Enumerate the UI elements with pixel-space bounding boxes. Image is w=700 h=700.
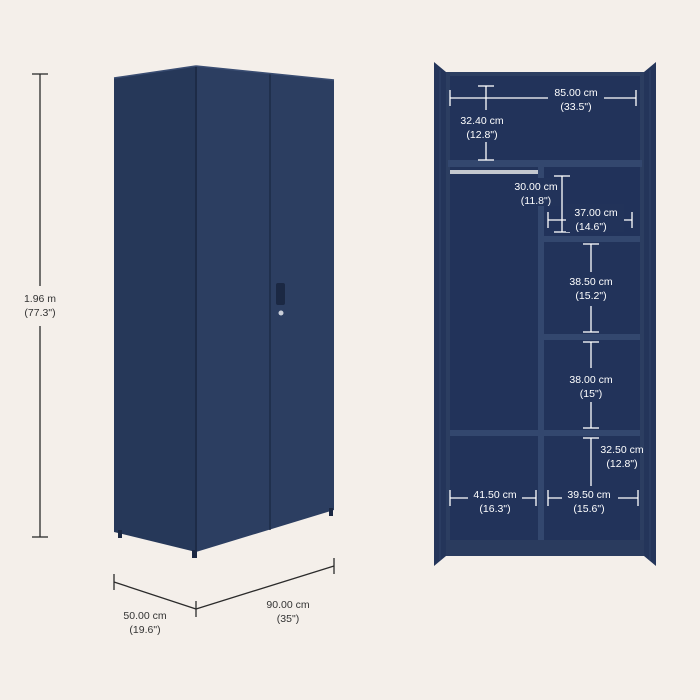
door-handle <box>276 283 285 305</box>
shelf-depth-dimension: 30.00 cm (11.8") <box>510 175 570 233</box>
right-shelf <box>544 236 640 242</box>
shelf-gap-1-dimension: 38.50 cm (15.2") <box>569 243 613 333</box>
top-shelf-height-dimension: 32.40 cm (12.8") <box>460 85 504 161</box>
bottom-right-height-dimension: 32.50 cm (12.8") <box>583 437 644 488</box>
right-shelf <box>544 430 640 436</box>
top-shelf <box>448 160 642 167</box>
width-metric-label: 90.00 cm <box>266 599 309 611</box>
depth-metric-label: 50.00 cm <box>123 610 166 622</box>
bottom-left-width-imperial-label: (16.3") <box>479 503 510 515</box>
shelf-gap-2-dimension: 38.00 cm (15") <box>569 341 613 429</box>
width-dimension: 90.00 cm (35") <box>195 558 335 625</box>
open-wardrobe <box>434 62 656 566</box>
shelf-gap-2-metric-label: 38.00 cm <box>569 374 612 386</box>
shelf-gap-1-imperial-label: (15.2") <box>575 290 606 302</box>
bottom-right-height-metric-label: 32.50 cm <box>600 444 643 456</box>
bottom-left-width-metric-label: 41.50 cm <box>473 489 516 501</box>
wardrobe-front <box>196 66 334 552</box>
closed-wardrobe <box>113 65 335 558</box>
right-shelf <box>544 334 640 340</box>
top-shelf-height-imperial-label: (12.8") <box>466 129 497 141</box>
shelf-depth-imperial-label: (11.8") <box>521 195 551 207</box>
left-lower-shelf <box>450 430 538 436</box>
inner-width-dimension: 85.00 cm (33.5") <box>449 86 637 114</box>
wardrobe-foot <box>118 530 122 538</box>
bottom-right-width-metric-label: 39.50 cm <box>567 489 610 501</box>
shelf-depth-metric-label: 30.00 cm <box>514 181 557 193</box>
interior-back <box>450 76 640 552</box>
shelf-gap-1-metric-label: 38.50 cm <box>569 276 612 288</box>
depth-dimension: 50.00 cm (19.6") <box>113 574 197 636</box>
top-shelf-height-metric-label: 32.40 cm <box>460 115 503 127</box>
inner-width-imperial-label: (33.5") <box>560 101 591 113</box>
height-metric-label: 1.96 m <box>24 293 56 305</box>
door-lock <box>278 310 284 316</box>
wardrobe-foot <box>192 550 197 558</box>
right-shelf-width-metric-label: 37.00 cm <box>574 207 617 219</box>
bottom-right-height-imperial-label: (12.8") <box>606 458 637 470</box>
bottom-left-width-dimension: 41.50 cm (16.3") <box>449 486 537 515</box>
wardrobe-side-panel <box>114 66 196 552</box>
hanging-rod <box>450 170 540 174</box>
bottom-right-width-imperial-label: (15.6") <box>573 503 604 515</box>
right-shelf-width-dimension: 37.00 cm (14.6") <box>547 204 633 233</box>
wardrobe-foot <box>329 508 333 516</box>
wardrobe-bottom <box>446 540 644 556</box>
inner-width-metric-label: 85.00 cm <box>554 87 597 99</box>
shelf-gap-2-imperial-label: (15") <box>580 388 602 400</box>
height-imperial-label: (77.3") <box>24 307 55 319</box>
width-imperial-label: (35") <box>277 613 299 625</box>
height-dimension: 1.96 m (77.3") <box>24 73 56 538</box>
depth-imperial-label: (19.6") <box>129 624 160 636</box>
right-shelf-width-imperial-label: (14.6") <box>575 221 606 233</box>
vertical-divider <box>538 167 544 552</box>
bottom-right-width-dimension: 39.50 cm (15.6") <box>547 486 639 515</box>
